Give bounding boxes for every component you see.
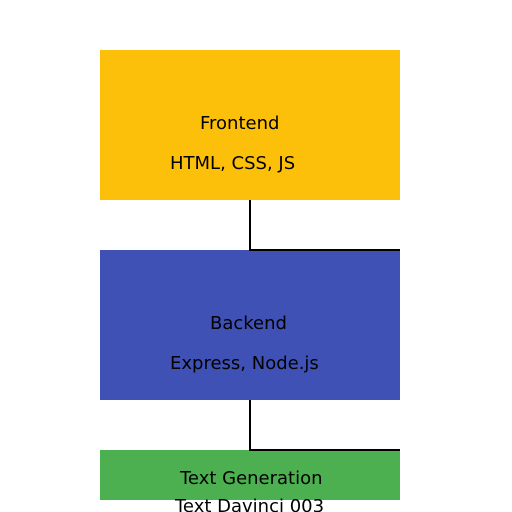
frontend-subtitle: HTML, CSS, JS xyxy=(170,153,296,174)
backend-subtitle: Express, Node.js xyxy=(170,353,319,374)
text-generation-subtitle: Text Davinci 003 xyxy=(175,496,325,512)
text-generation-title: Text Generation xyxy=(180,468,323,489)
connector-frontend-backend xyxy=(249,200,400,251)
frontend-title: Frontend xyxy=(200,113,280,134)
text-generation-box xyxy=(100,450,400,500)
backend-title: Backend xyxy=(210,313,287,334)
backend-box xyxy=(100,250,400,400)
connector-backend-text-generation xyxy=(249,400,400,451)
frontend-box xyxy=(100,50,400,200)
